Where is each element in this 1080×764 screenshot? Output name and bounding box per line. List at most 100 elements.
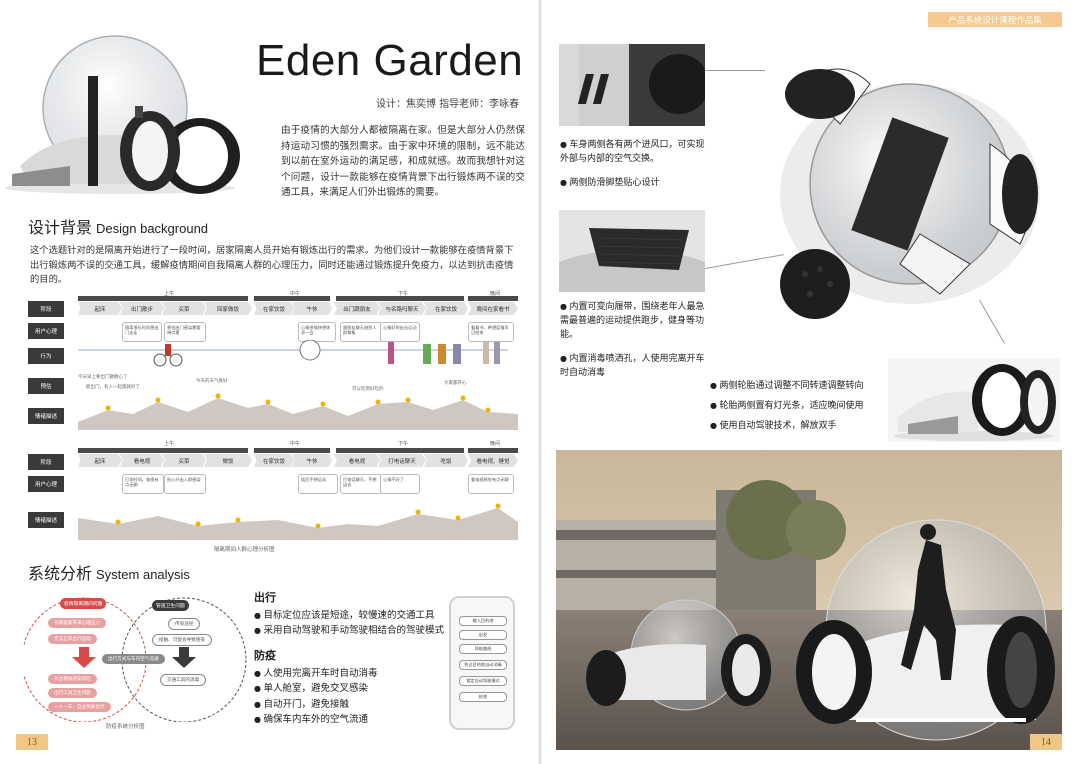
journey-step: 看电视、睡觉	[468, 454, 518, 467]
page-number-left: 13	[16, 734, 48, 750]
feature-item: 使用自动驾驶技术，解放双手	[710, 419, 890, 433]
journey-step: 买菜	[162, 302, 206, 315]
page-number-right: 14	[1030, 734, 1062, 750]
thought-bubble: 跟朋友聊天避免人群聚集	[340, 322, 382, 342]
phase-label: 晚间	[490, 441, 501, 447]
row-label: 行为	[28, 348, 64, 364]
feature-item: 车身两侧各有两个进风口，可实现外部与内部的空气交换。	[560, 138, 710, 166]
right-item: 交通工具的消毒	[160, 674, 207, 686]
phase-bar	[78, 448, 248, 453]
journey-note: 大家都开心	[444, 381, 467, 386]
phase-label: 中午	[290, 441, 301, 447]
journey-step: 在家饮饭	[424, 302, 468, 315]
row-label: 用户心理	[28, 476, 64, 492]
travel-item: 目标定位应该是短途，较慢速的交通工具	[254, 608, 444, 624]
thought-bubble: 打电话聊天，不想出去	[340, 474, 382, 494]
phone-button[interactable]: 到达目的地自动消毒	[459, 660, 507, 670]
feature-item: 内置可变向履带，围绕老年人最急需最普遍的运动提供跑步，健身等功能。	[560, 300, 710, 342]
feature-item: 内置消毒喷洒孔，人使用完离开车时自动消毒	[560, 352, 710, 380]
thought-bubble: 隔离很长时间想出门走走	[122, 322, 162, 342]
wheel-side-render	[888, 358, 1060, 442]
system-diagram-caption: 防疫系统分析图	[106, 724, 145, 730]
row-label: 情绪描述	[28, 512, 64, 528]
phone-button[interactable]: 出发	[459, 630, 507, 640]
journey-step: 看电视	[334, 454, 380, 467]
row-label: 阶段	[28, 301, 64, 317]
row-label: 阶段	[28, 454, 64, 470]
epidemic-heading: 防疫	[254, 649, 276, 662]
epidemic-item: 人使用完离开车时自动消毒	[254, 666, 378, 682]
heading-en: Design background	[96, 221, 209, 236]
phase-bar	[336, 448, 464, 453]
epidemic-item: 单人舱室，避免交叉感染	[254, 681, 378, 697]
phase-label: 下午	[398, 441, 409, 447]
feature-item: 两侧防滑脚垫贴心设计	[560, 176, 710, 190]
phase-bar	[468, 448, 518, 453]
journey-step: 起床	[78, 454, 122, 467]
thought-bubble: 看看书，希望疫情早日结束	[468, 322, 514, 342]
phone-button[interactable]: 锁定自动驾驶模式	[459, 676, 507, 686]
user-journey-map: 阶段 用户心理 行为 预估 情绪描述 上午 中午 下午 晚间 起床 出门散步 买…	[28, 291, 518, 554]
hero-vehicle-render	[5, 35, 240, 194]
left-page: Eden Garden 设计：焦奕博 指导老师：李咏春 由于疫情的大部分人都被隔…	[0, 0, 540, 764]
phone-button[interactable]: 输入目的地	[459, 616, 507, 626]
travel-item: 采用自动驾驶和手动驾驶相结合的驾驶模式	[254, 623, 445, 639]
street-scene-photo	[556, 450, 1062, 750]
heading-cn: 设计背景	[28, 218, 93, 237]
thought-bubble: 心情好的出去运动	[380, 322, 420, 342]
designer-credit: 设计：焦奕博 指导老师：李咏春	[376, 99, 520, 110]
journey-step: 晚间在家看书	[468, 302, 518, 315]
thought-bubble: 打发时间，电视有点无聊	[122, 474, 164, 494]
phone-button[interactable]: 导航路线	[459, 644, 507, 654]
epidemic-list: 防疫 人使用完离开车时自动消毒 单人舱室，避免交叉感染 自动开门，避免接触 确保…	[254, 648, 378, 728]
journey-step: 在家饮饭	[254, 302, 294, 315]
journey-step: 吃饭	[424, 454, 468, 467]
travel-list: 出行 目标定位应该是短途，较慢速的交通工具 采用自动驾驶和手动驾驶相结合的驾驶模…	[254, 590, 444, 639]
page-fold	[538, 0, 542, 764]
center-item: 出行方式与车内空气流通	[102, 654, 165, 664]
left-item: 外出增加感染风险	[48, 674, 97, 684]
left-item: 无法正常出行运动	[48, 634, 97, 644]
journey-note: 今天早上要出门散散心了	[78, 375, 128, 380]
emotion-curve-b	[78, 503, 518, 540]
app-phone-mockup: 输入目的地 出发 导航路线 到达目的地自动消毒 锁定自动驾驶模式 结束	[449, 596, 515, 730]
feature-item: 轮胎两侧置有灯光条，适应晚间使用	[710, 399, 890, 413]
phase-bar	[336, 296, 464, 301]
right-item: 传染途径	[168, 618, 201, 630]
journey-step: 回家做饭	[204, 302, 252, 315]
vehicle-top-render	[780, 68, 1040, 319]
row-label: 预估	[28, 378, 64, 394]
phone-button[interactable]: 结束	[459, 692, 507, 702]
thought-bubble: 担心外出人群感染	[164, 474, 206, 494]
left-item: 长期居家带来心理压力	[48, 618, 106, 628]
journey-step: 与名路吗聊天	[378, 302, 426, 315]
journey-note: 可以吃到好吃的	[352, 387, 384, 392]
right-item: 接触、可能会导致感染	[152, 634, 212, 646]
thought-bubble: 害怕出门感染需要带口罩	[164, 322, 206, 342]
anti-slip-mat-photo	[559, 210, 705, 292]
journey-step: 午休	[292, 302, 332, 315]
phase-label: 晚间	[490, 291, 501, 297]
journey-note: 今天的天气真好	[196, 379, 228, 384]
journey-step: 做饭	[204, 454, 252, 467]
phase-bar	[254, 448, 330, 453]
left-item: 一人一车，自主驾驶出行	[48, 702, 111, 712]
journey-step: 起床	[78, 302, 122, 315]
intro-paragraph: 由于疫情的大部分人都被隔离在家。但是大部分人仍然保持运动习惯的强烈需求。由于家中…	[281, 125, 525, 199]
row-label: 用户心理	[28, 323, 64, 339]
emotion-curve-a	[78, 393, 518, 430]
thought-bubble: 看电视感觉有点无聊	[468, 474, 514, 494]
phase-bar	[468, 296, 518, 301]
journey-step: 午休	[292, 454, 332, 467]
journey-note: 能出门，有人一起跑就好了	[86, 385, 140, 390]
right-title: 管道卫生问题	[152, 600, 189, 611]
journey-step: 看电视	[120, 454, 164, 467]
left-item: 出行工具卫生问题	[48, 688, 97, 698]
journey-step: 在家饮饭	[254, 454, 294, 467]
thought-bubble: 心情很愉快想休息一会	[298, 322, 336, 342]
feature-item: 两侧轮胎通过调整不同转速调整转向	[710, 379, 890, 393]
phase-label: 下午	[398, 291, 409, 297]
thought-bubble: 饭后不想运动	[298, 474, 338, 494]
